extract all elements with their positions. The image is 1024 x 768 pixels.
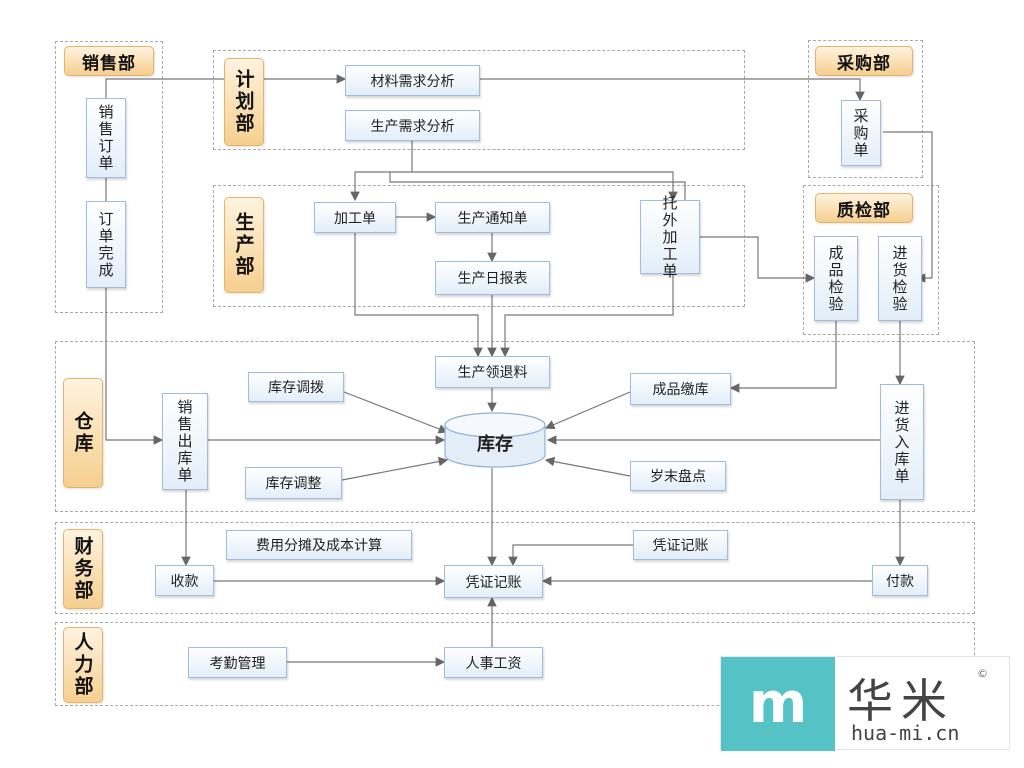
dept-warehouse: 仓库 xyxy=(63,378,103,488)
node-order-complete: 订单完成 xyxy=(86,201,126,288)
production-region xyxy=(213,185,745,307)
node-payroll: 人事工资 xyxy=(444,647,543,678)
line-analysis-to-processing xyxy=(350,140,413,202)
node-processing-order: 加工单 xyxy=(314,202,396,233)
node-stock-adjust: 库存调整 xyxy=(245,467,342,499)
node-receipt: 收款 xyxy=(155,565,214,596)
quality-region xyxy=(803,185,939,335)
line-vouchertop-to-voucher xyxy=(508,544,633,567)
line-sales-to-material xyxy=(105,74,347,98)
node-stock-transfer: 库存调拨 xyxy=(248,372,344,402)
line-outsourcing-to-inspection xyxy=(700,236,816,283)
finance-region xyxy=(55,522,975,614)
node-material-analysis: 材料需求分析 xyxy=(345,65,480,96)
node-year-end-count: 岁末盘点 xyxy=(630,461,726,491)
logo-mark-letter: m xyxy=(748,671,808,736)
logo-name: 华米 xyxy=(847,674,955,728)
node-outsourcing: 托外加工单 xyxy=(640,195,700,280)
node-voucher-top: 凭证记账 xyxy=(633,530,728,560)
line-outsourcing-to-issue xyxy=(500,274,674,358)
purchase-region xyxy=(808,40,923,178)
node-daily-report: 生产日报表 xyxy=(435,261,550,295)
node-stock-label: 库存 xyxy=(477,434,513,455)
line-storage-to-stock xyxy=(544,391,631,430)
dept-sales: 销售部 xyxy=(64,46,154,76)
dept-purchase: 采购部 xyxy=(815,46,913,76)
warehouse-region xyxy=(55,341,975,512)
logo-site: hua-mi.cn xyxy=(851,721,960,745)
line-material-to-purchase xyxy=(480,78,865,102)
logo-mark-icon: m xyxy=(721,657,835,751)
logo-registered: © xyxy=(977,667,988,680)
huami-logo: m 华米 © hua-mi.cn xyxy=(720,656,1010,751)
line-count-to-stock xyxy=(544,456,631,477)
dept-finance: 财务部 xyxy=(63,529,103,609)
line-analysis-to-outsourcing xyxy=(412,171,678,202)
node-purchase-order: 采购单 xyxy=(841,100,881,166)
sales-region xyxy=(55,41,163,313)
planning-region xyxy=(213,50,745,150)
node-incoming-inspection: 进货检验 xyxy=(878,236,922,321)
line-complete-to-outbound xyxy=(105,288,164,445)
node-material-issue: 生产领退料 xyxy=(435,356,550,388)
node-product-storage: 成品缴库 xyxy=(630,373,731,405)
node-cost-allocation: 费用分摊及成本计算 xyxy=(226,530,412,560)
node-attendance: 考勤管理 xyxy=(188,647,287,678)
node-voucher-main: 凭证记账 xyxy=(444,565,543,598)
line-transfer-to-stock xyxy=(343,391,449,434)
stock-cylinder xyxy=(444,412,546,468)
dept-planning: 计划部 xyxy=(224,58,264,146)
node-payment: 付款 xyxy=(872,565,928,596)
line-adjust-to-stock xyxy=(341,456,449,481)
line-purchase-to-incoming xyxy=(883,131,933,283)
node-product-inspection: 成品检验 xyxy=(814,236,858,321)
dept-quality: 质检部 xyxy=(815,193,913,223)
dept-production: 生产部 xyxy=(224,197,264,293)
line-inspection-to-storage xyxy=(729,321,837,393)
node-incoming-storage: 进货入库单 xyxy=(880,384,924,500)
node-sales-order: 销售订单 xyxy=(86,98,126,178)
node-production-notice: 生产通知单 xyxy=(435,202,550,233)
node-production-analysis: 生产需求分析 xyxy=(345,110,480,141)
dept-hr: 人力部 xyxy=(63,627,103,703)
line-processing-to-issue xyxy=(354,232,483,358)
node-sales-outbound: 销售出库单 xyxy=(162,393,208,490)
line-analysis-branch xyxy=(389,172,686,200)
